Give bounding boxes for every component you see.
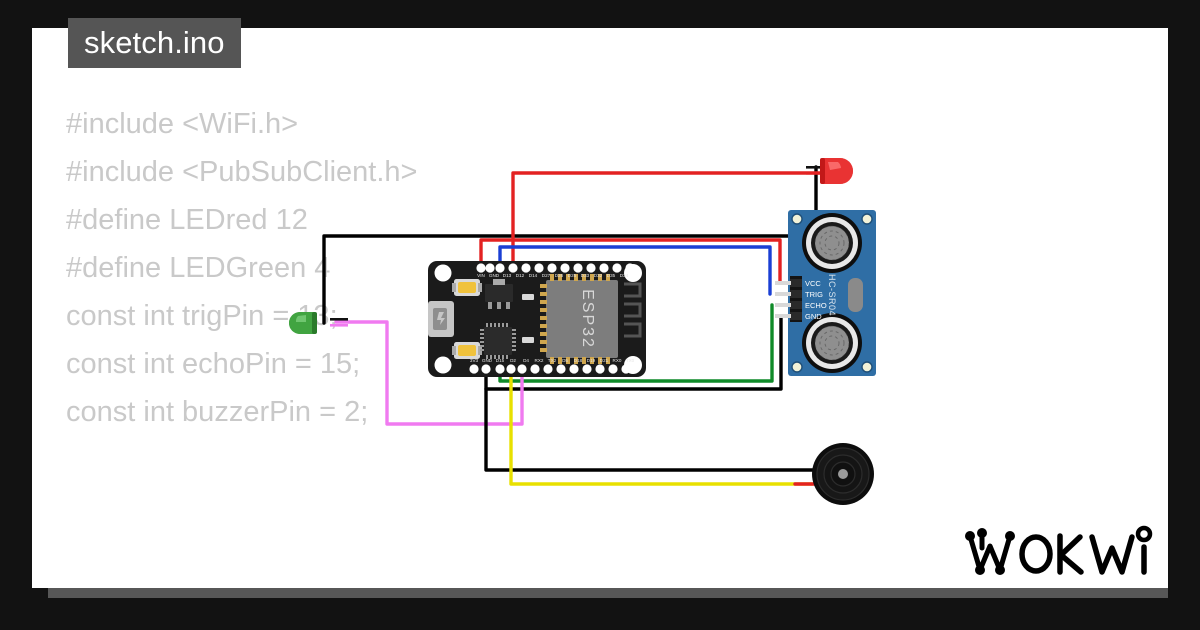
- code-line: #define LEDred 12: [66, 204, 308, 236]
- code-preview: #include <WiFi.h> #include <PubSubClient…: [66, 100, 417, 436]
- code-line: #define LEDGreen 4: [66, 252, 331, 284]
- code-line: const int trigPin = 13;: [66, 300, 338, 332]
- code-line: #include <WiFi.h>: [66, 108, 299, 140]
- wokwi-logo: [962, 522, 1162, 589]
- file-tab-label: sketch.ino: [84, 25, 225, 60]
- code-line: const int buzzerPin = 2;: [66, 396, 369, 428]
- code-line: const int echoPin = 15;: [66, 348, 361, 380]
- code-line: #include <PubSubClient.h>: [66, 156, 418, 188]
- file-tab[interactable]: sketch.ino: [68, 18, 241, 68]
- bottom-shadow-strip: [48, 588, 1168, 598]
